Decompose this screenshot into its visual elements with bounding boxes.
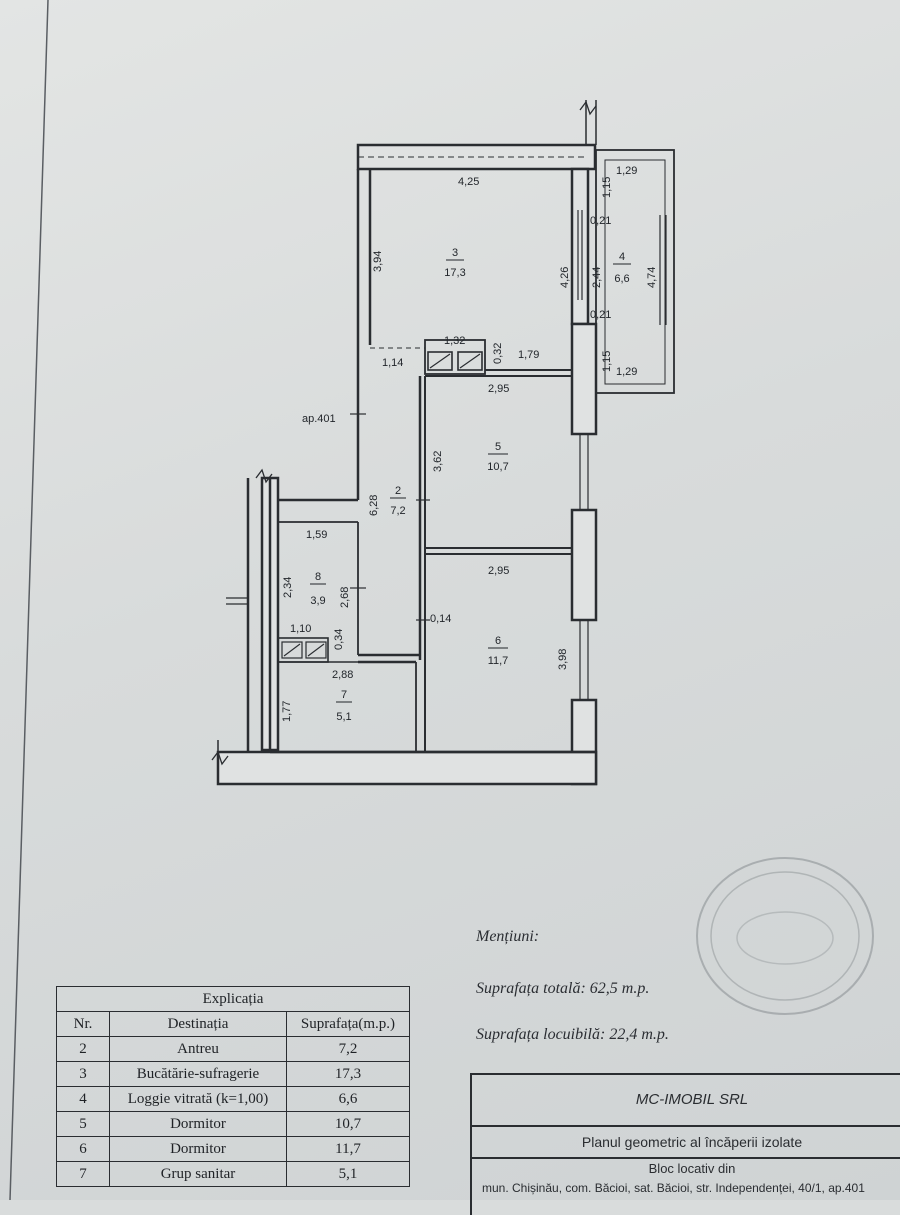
dim-label: 1,79 xyxy=(518,349,539,361)
walls xyxy=(216,100,675,786)
plan-title: Planul geometric al încăperii izolate xyxy=(472,1127,900,1159)
header-area: Suprafața(m.p.) xyxy=(286,1011,410,1037)
legend-title: Explicația xyxy=(56,986,410,1012)
break-line-bottom xyxy=(211,750,229,766)
table-row: 5 Dormitor 10,7 xyxy=(56,1111,410,1137)
svg-text:5: 5 xyxy=(495,441,501,453)
row-nr: 4 xyxy=(56,1086,110,1112)
dim-label: 4,25 xyxy=(458,176,479,188)
room-8-label: 8 3,9 xyxy=(310,571,326,607)
row-nr: 7 xyxy=(56,1161,110,1187)
dim-label: 2,68 xyxy=(339,587,351,608)
dim-label: 2,44 xyxy=(591,267,603,288)
row-area: 7,2 xyxy=(286,1036,410,1062)
row-area: 6,6 xyxy=(286,1086,410,1112)
room-2-label: 2 7,2 xyxy=(390,485,406,517)
notes-heading: Mențiuni: xyxy=(476,928,540,945)
svg-text:2: 2 xyxy=(395,485,401,497)
table-row: 7 Grup sanitar 5,1 xyxy=(56,1161,410,1187)
dim-label: 1,59 xyxy=(306,529,327,541)
svg-text:3,9: 3,9 xyxy=(310,595,325,607)
table-row: 2 Antreu 7,2 xyxy=(56,1036,410,1062)
dim-label: 0,21 xyxy=(590,309,611,321)
living-area: Suprafața locuibilă: 22,4 m.p. xyxy=(476,1026,669,1043)
title-block: MC-IMOBIL SRL Planul geometric al încăpe… xyxy=(470,1073,900,1215)
row-nr: 2 xyxy=(56,1036,110,1062)
dim-label: 1,10 xyxy=(290,623,311,635)
svg-text:11,7: 11,7 xyxy=(488,655,509,667)
dim-label: 3,62 xyxy=(432,451,444,472)
row-area: 5,1 xyxy=(286,1161,410,1187)
break-line-top xyxy=(579,100,597,116)
dim-label: 3,98 xyxy=(557,649,569,670)
stamp-seal xyxy=(696,857,874,1015)
dim-label: 0,21 xyxy=(590,215,611,227)
company-name: MC-IMOBIL SRL xyxy=(472,1075,900,1127)
dim-label: 1,29 xyxy=(616,366,637,378)
dim-label: 0,32 xyxy=(492,343,504,364)
dim-label: 6,28 xyxy=(368,495,380,516)
svg-text:6,6: 6,6 xyxy=(614,273,629,285)
dim-label: 2,95 xyxy=(488,565,509,577)
legend-table: Explicația Nr. Destinația Suprafața(m.p.… xyxy=(56,986,410,1187)
row-destination: Loggie vitrată (k=1,00) xyxy=(109,1086,287,1112)
dim-label: 4,26 xyxy=(559,267,571,288)
room-6-label: 6 11,7 xyxy=(488,635,509,667)
svg-text:8: 8 xyxy=(315,571,321,583)
dim-label: 2,34 xyxy=(282,577,294,598)
dim-label: 1,15 xyxy=(601,177,613,198)
table-row: 6 Dormitor 11,7 xyxy=(56,1136,410,1162)
dim-label: 1,15 xyxy=(601,351,613,372)
row-destination: Grup sanitar xyxy=(109,1161,287,1187)
header-destination: Destinația xyxy=(109,1011,287,1037)
row-area: 10,7 xyxy=(286,1111,410,1137)
address-line-2: mun. Chișinău, com. Băcioi, sat. Băcioi,… xyxy=(482,1181,865,1195)
dim-label: 1,77 xyxy=(281,701,293,722)
apartment-label: ap.401 xyxy=(302,413,336,425)
svg-text:7,2: 7,2 xyxy=(390,505,405,517)
room-5-label: 5 10,7 xyxy=(487,441,508,473)
room-4-label: 4 6,6 xyxy=(613,251,631,285)
svg-text:7: 7 xyxy=(341,689,347,701)
svg-text:4: 4 xyxy=(619,251,625,263)
row-nr: 5 xyxy=(56,1111,110,1137)
dim-label: 1,14 xyxy=(382,357,403,369)
row-area: 17,3 xyxy=(286,1061,410,1087)
break-line-left xyxy=(255,468,273,484)
svg-text:6: 6 xyxy=(495,635,501,647)
dim-label: 0,14 xyxy=(430,613,451,625)
dim-label: 2,95 xyxy=(488,383,509,395)
legend-title-row: Explicația xyxy=(56,986,410,1012)
dimension-labels: 4,25 3,94 4,26 1,15 1,29 0,21 2,44 4,74 … xyxy=(281,165,658,722)
svg-text:5,1: 5,1 xyxy=(336,711,351,723)
room-labels: 3 17,3 4 6,6 5 10,7 6 11,7 2 7,2 8 3,9 xyxy=(310,247,631,723)
svg-text:17,3: 17,3 xyxy=(444,267,465,279)
row-area: 11,7 xyxy=(286,1136,410,1162)
dim-label: 0,34 xyxy=(333,629,345,650)
row-destination: Dormitor xyxy=(109,1136,287,1162)
total-area: Suprafața totală: 62,5 m.p. xyxy=(476,980,650,997)
svg-text:3: 3 xyxy=(452,247,458,259)
dim-label: 3,94 xyxy=(372,251,384,272)
margin-line xyxy=(9,0,49,1200)
row-destination: Bucătărie-sufragerie xyxy=(109,1061,287,1087)
legend-header-row: Nr. Destinația Suprafața(m.p.) xyxy=(56,1011,410,1037)
room-3-label: 3 17,3 xyxy=(444,247,465,279)
row-nr: 6 xyxy=(56,1136,110,1162)
svg-text:10,7: 10,7 xyxy=(487,461,508,473)
row-nr: 3 xyxy=(56,1061,110,1087)
address-line-1: Bloc locativ din xyxy=(648,1161,736,1176)
room-7-label: 7 5,1 xyxy=(336,689,352,723)
dim-label: 1,29 xyxy=(616,165,637,177)
header-nr: Nr. xyxy=(56,1011,110,1037)
table-row: 4 Loggie vitrată (k=1,00) 6,6 xyxy=(56,1086,410,1112)
dim-label: 2,88 xyxy=(332,669,353,681)
dim-label: 4,74 xyxy=(646,267,658,288)
dim-label: 1,32 xyxy=(444,335,465,347)
table-row: 3 Bucătărie-sufragerie 17,3 xyxy=(56,1061,410,1087)
row-destination: Dormitor xyxy=(109,1111,287,1137)
row-destination: Antreu xyxy=(109,1036,287,1062)
